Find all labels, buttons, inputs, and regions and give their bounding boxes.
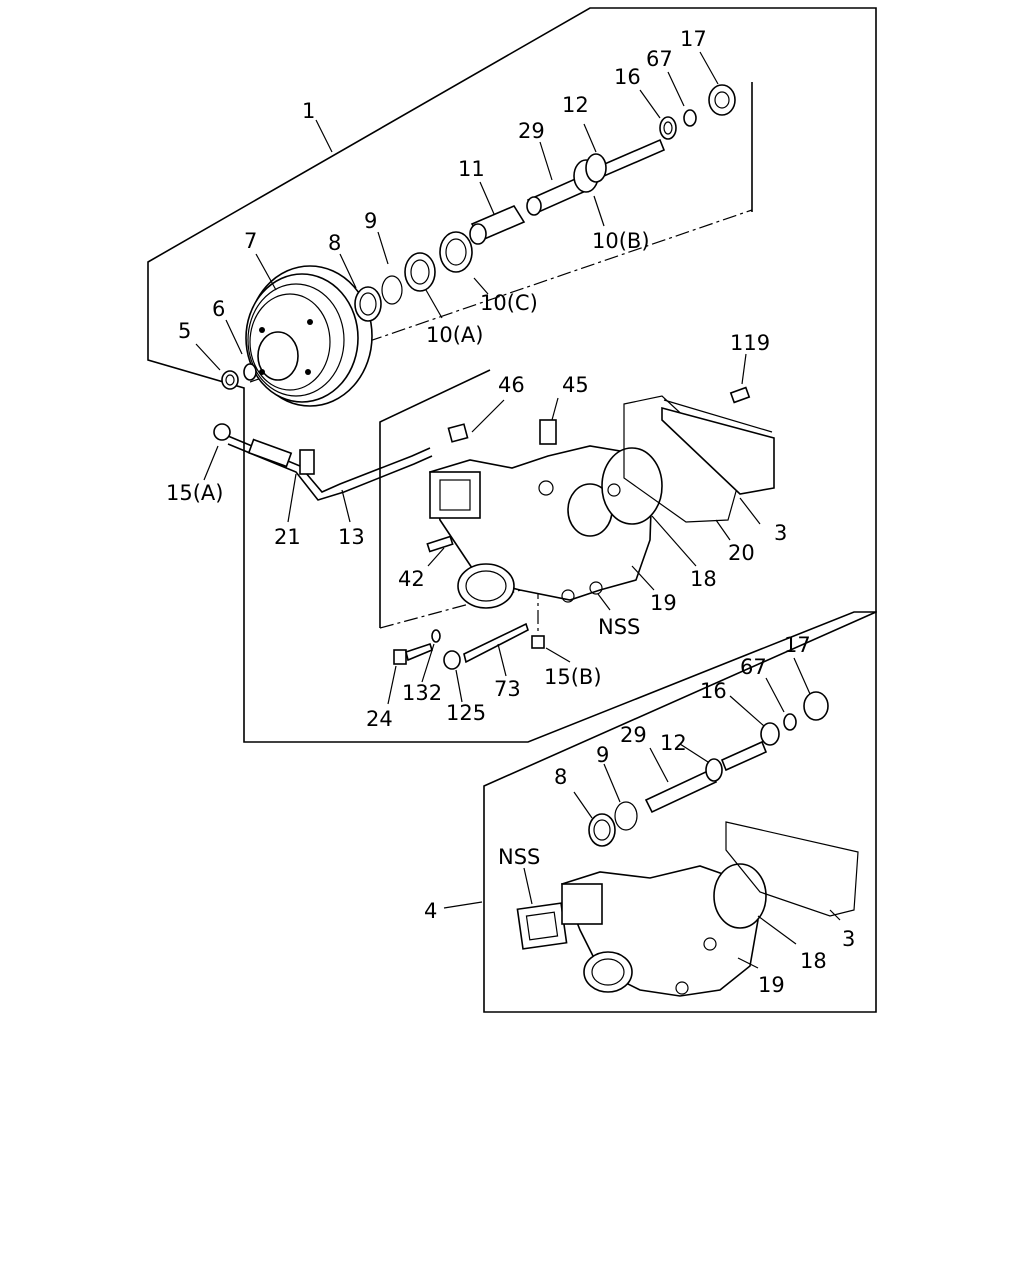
callout-5: 5: [178, 319, 191, 343]
cap-lower: [803, 691, 829, 721]
callout-lower-8: 8: [554, 765, 567, 789]
seal-lower: [588, 813, 616, 847]
callout-lower-18: 18: [800, 949, 827, 973]
nut: [221, 370, 239, 390]
callout-11: 11: [458, 157, 485, 181]
nut-125: [443, 650, 461, 670]
gasket: [623, 395, 743, 523]
plug-45: [539, 419, 557, 445]
callout-125: 125: [446, 701, 486, 725]
callout-45: 45: [562, 373, 589, 397]
callout-15a: 15(A): [166, 481, 223, 505]
callout-lower-9: 9: [596, 743, 609, 767]
callout-10c: 10(C): [480, 291, 538, 315]
pulley: [245, 265, 373, 407]
callout-7: 7: [244, 229, 257, 253]
callout-6: 6: [212, 297, 225, 321]
stud-73: [463, 622, 529, 664]
fitting-46: [447, 423, 469, 443]
snap-ring: [381, 275, 403, 305]
callout-19: 19: [650, 591, 677, 615]
housing-subframe: [379, 369, 491, 628]
shaft: [526, 138, 666, 216]
bearing-c: [439, 231, 473, 273]
callout-lower-3: 3: [842, 927, 855, 951]
nss-gasket: [516, 902, 568, 950]
bypass-pipe: [227, 435, 433, 501]
cap: [708, 84, 736, 116]
bolt-24: [393, 642, 433, 665]
pump-housing: [429, 445, 663, 609]
callout-lower-nss: NSS: [498, 845, 540, 869]
callout-lower-29: 29: [620, 723, 647, 747]
assembly-4-boundary: [483, 610, 877, 1013]
assembly-1-boundary: [147, 7, 877, 743]
callout-24: 24: [366, 707, 393, 731]
callout-17: 17: [680, 27, 707, 51]
seal-ring-lower: [760, 722, 780, 746]
callout-119: 119: [730, 331, 770, 355]
seal-ring: [659, 116, 677, 140]
callout-12: 12: [562, 93, 589, 117]
callout-21: 21: [274, 525, 301, 549]
callout-73: 73: [494, 677, 521, 701]
callout-67: 67: [646, 47, 673, 71]
snap-ring-lower: [614, 801, 638, 831]
callout-16: 16: [614, 65, 641, 89]
leader-lines: [195, 51, 761, 705]
bearing-b: [585, 153, 607, 183]
callout-13: 13: [338, 525, 365, 549]
callout-lower-17: 17: [784, 633, 811, 657]
callout-132: 132: [402, 681, 442, 705]
callout-42: 42: [398, 567, 425, 591]
gasket-lower: [725, 821, 859, 917]
callout-lower-16: 16: [700, 679, 727, 703]
callout-nss: NSS: [598, 615, 640, 639]
callout-10b: 10(B): [592, 229, 650, 253]
plug-15b: [531, 635, 545, 649]
washer-67: [683, 109, 697, 127]
callout-10a: 10(A): [426, 323, 483, 347]
stud-42: [426, 535, 454, 553]
leader-lines-lower: [443, 657, 841, 969]
callout-46: 46: [498, 373, 525, 397]
callout-9: 9: [364, 209, 377, 233]
callout-lower-19: 19: [758, 973, 785, 997]
callout-18: 18: [690, 567, 717, 591]
callout-lower-4: 4: [424, 899, 437, 923]
spacer: [469, 204, 526, 245]
pump-housing-lower: [560, 863, 767, 997]
elbow-fitting: [213, 423, 231, 441]
washer-132: [431, 629, 441, 643]
washer: [243, 363, 257, 381]
cover-plate: [661, 399, 775, 495]
callout-29: 29: [518, 119, 545, 143]
callout-lower-67: 67: [740, 655, 767, 679]
shaft-lower: [644, 740, 768, 814]
callout-15b: 15(B): [544, 665, 602, 689]
bolt-119: [729, 386, 751, 404]
callout-1: 1: [302, 99, 315, 123]
washer-67-lower: [783, 713, 797, 731]
callout-8: 8: [328, 231, 341, 255]
bearing-a: [404, 252, 436, 292]
callout-lower-12: 12: [660, 731, 687, 755]
callout-20: 20: [728, 541, 755, 565]
seal: [354, 286, 382, 322]
callout-3: 3: [774, 521, 787, 545]
